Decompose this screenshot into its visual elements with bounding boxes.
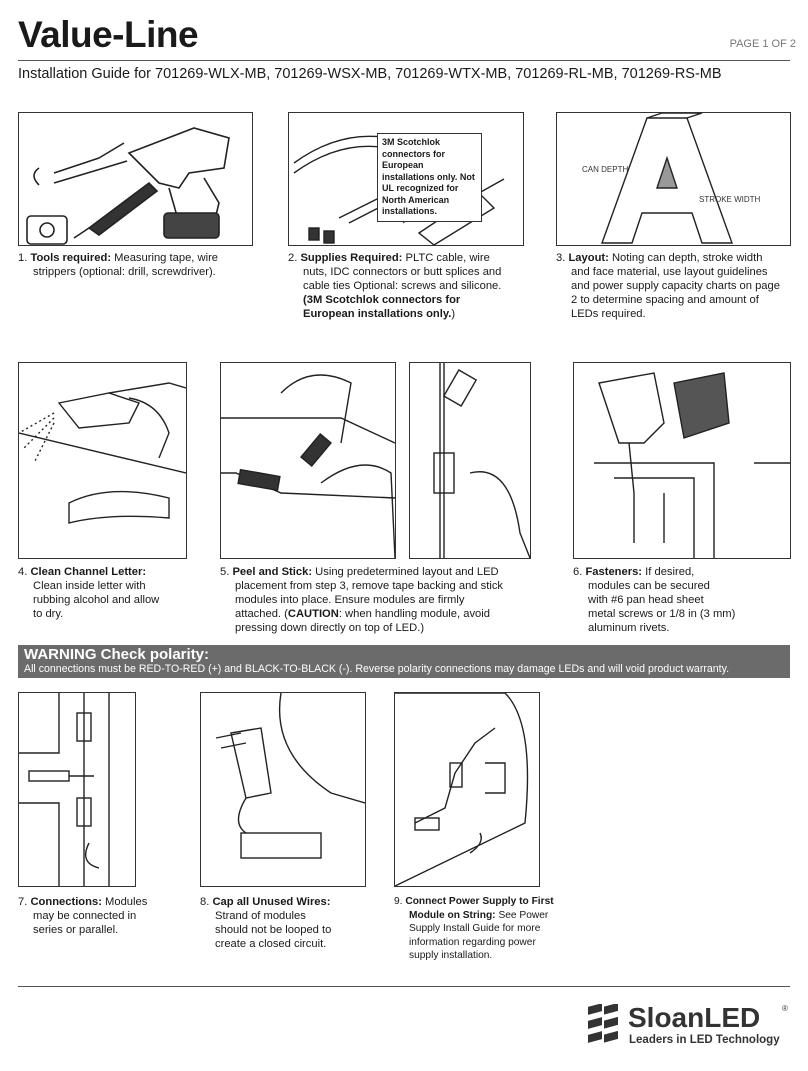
sloanled-logo: SloanLED ® Leaders in LED Technology (584, 1002, 794, 1052)
step-1-caption: 1. Tools required: Measuring tape, wire … (18, 252, 219, 278)
stroke-width-label: STROKE WIDTH (699, 195, 761, 204)
step-2-caption: 2. Supplies Required: PLTC cable, wire n… (288, 252, 502, 320)
warning-text: All connections must be RED-TO-RED (+) a… (24, 663, 730, 675)
brand-tagline: Leaders in LED Technology (629, 1034, 780, 1046)
clean-illustration (18, 362, 187, 559)
supplies-illustration: 3M Scotchlok connectors for European ins… (288, 112, 524, 246)
brand-name: SloanLED (628, 1002, 761, 1033)
peel-illustration (220, 362, 396, 559)
power-illustration (394, 692, 540, 887)
page-number: PAGE 1 OF 2 (729, 38, 796, 50)
tools-illustration (18, 112, 253, 246)
module-illustration (409, 362, 531, 559)
step-5-caption: 5. Peel and Stick: Using predetermined l… (220, 566, 504, 634)
connections-illustration (18, 692, 136, 887)
footer-rule (18, 986, 790, 987)
page-title: Value-Line (18, 14, 199, 55)
scotchlok-note: 3M Scotchlok connectors for European ins… (377, 133, 482, 222)
step-3-caption: 3. Layout: Noting can depth, stroke widt… (556, 252, 780, 320)
header-rule (18, 60, 790, 61)
layout-illustration: CAN DEPTH STROKE WIDTH (556, 112, 791, 246)
step-4-caption: 4. Clean Channel Letter: Clean inside le… (18, 566, 160, 620)
warning-title: WARNING Check polarity: (24, 646, 210, 663)
registered-mark: ® (782, 1004, 788, 1013)
fasten-illustration (573, 362, 791, 559)
step-8-caption: 8. Cap all Unused Wires: Strand of modul… (200, 896, 332, 950)
logo-mark-icon (588, 1004, 618, 1043)
step-7-caption: 7. Connections: Modules may be connected… (18, 896, 148, 936)
can-depth-label: CAN DEPTH (582, 165, 629, 174)
step-6-caption: 6. Fasteners: If desired, modules can be… (573, 566, 736, 634)
subtitle: Installation Guide for 701269-WLX-MB, 70… (18, 66, 722, 82)
cap-illustration (200, 692, 366, 887)
warning-banner: WARNING Check polarity: All connections … (18, 645, 790, 678)
step-9-caption: 9. Connect Power Supply to First Module … (394, 896, 554, 961)
